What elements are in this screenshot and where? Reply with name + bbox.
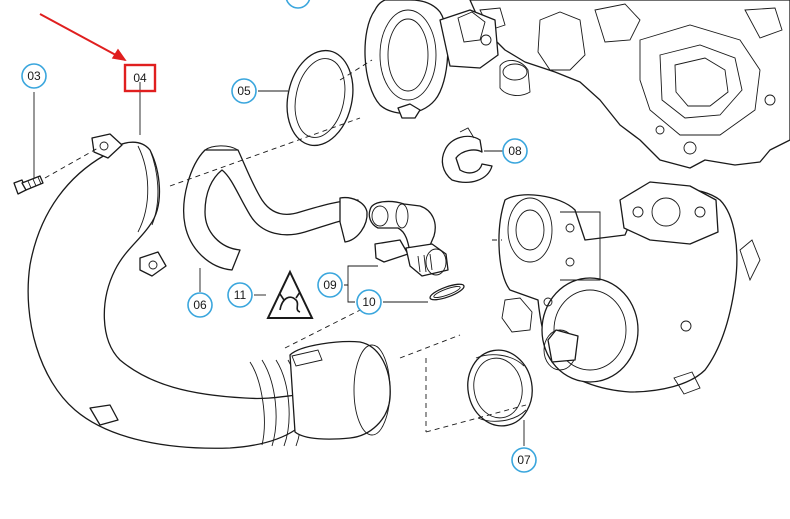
callout-03-label: 03 — [27, 69, 41, 83]
callout-11[interactable]: 11 — [227, 282, 253, 308]
part-08-clip — [441, 127, 493, 183]
part-07-sleeve — [467, 349, 533, 427]
callout-04-label: 04 — [133, 71, 147, 85]
callout-03[interactable]: 03 — [21, 63, 47, 89]
callout-06[interactable]: 06 — [187, 292, 213, 318]
callout-09[interactable]: 09 — [317, 272, 343, 298]
arrowhead-icon — [111, 48, 127, 62]
callout-04[interactable]: 04 — [133, 71, 147, 85]
part-04-intake-pipe — [27, 133, 302, 449]
throttle-body — [364, 0, 499, 119]
part-06-hose — [183, 145, 368, 271]
part-09-connector — [368, 200, 449, 277]
red-pointer-arrow — [39, 13, 126, 61]
callout-11-label: 11 — [234, 288, 247, 302]
callout-07-label: 07 — [517, 453, 531, 467]
warning-triangle-icon — [266, 269, 314, 319]
engine-manifold — [469, 0, 790, 169]
turbocharger — [492, 181, 761, 395]
part-04-highlight-box — [123, 63, 157, 93]
part-10-o-ring — [429, 283, 465, 301]
callout-09-label: 09 — [323, 278, 337, 292]
highlight-marker — [39, 13, 157, 93]
callout-08[interactable]: 08 — [502, 138, 528, 164]
callout-07[interactable]: 07 — [511, 447, 537, 473]
callout-06-label: 06 — [193, 298, 207, 312]
callout-01[interactable] — [285, 0, 311, 9]
part-03-bolt — [13, 175, 44, 195]
part-05-gasket-ring — [286, 49, 354, 147]
callout-10[interactable]: 10 — [356, 289, 382, 315]
callout-08-label: 08 — [508, 144, 522, 158]
callout-05-label: 05 — [237, 84, 251, 98]
callout-05[interactable]: 05 — [231, 78, 257, 104]
coupling-hose — [289, 340, 391, 440]
callout-10-label: 10 — [362, 295, 376, 309]
